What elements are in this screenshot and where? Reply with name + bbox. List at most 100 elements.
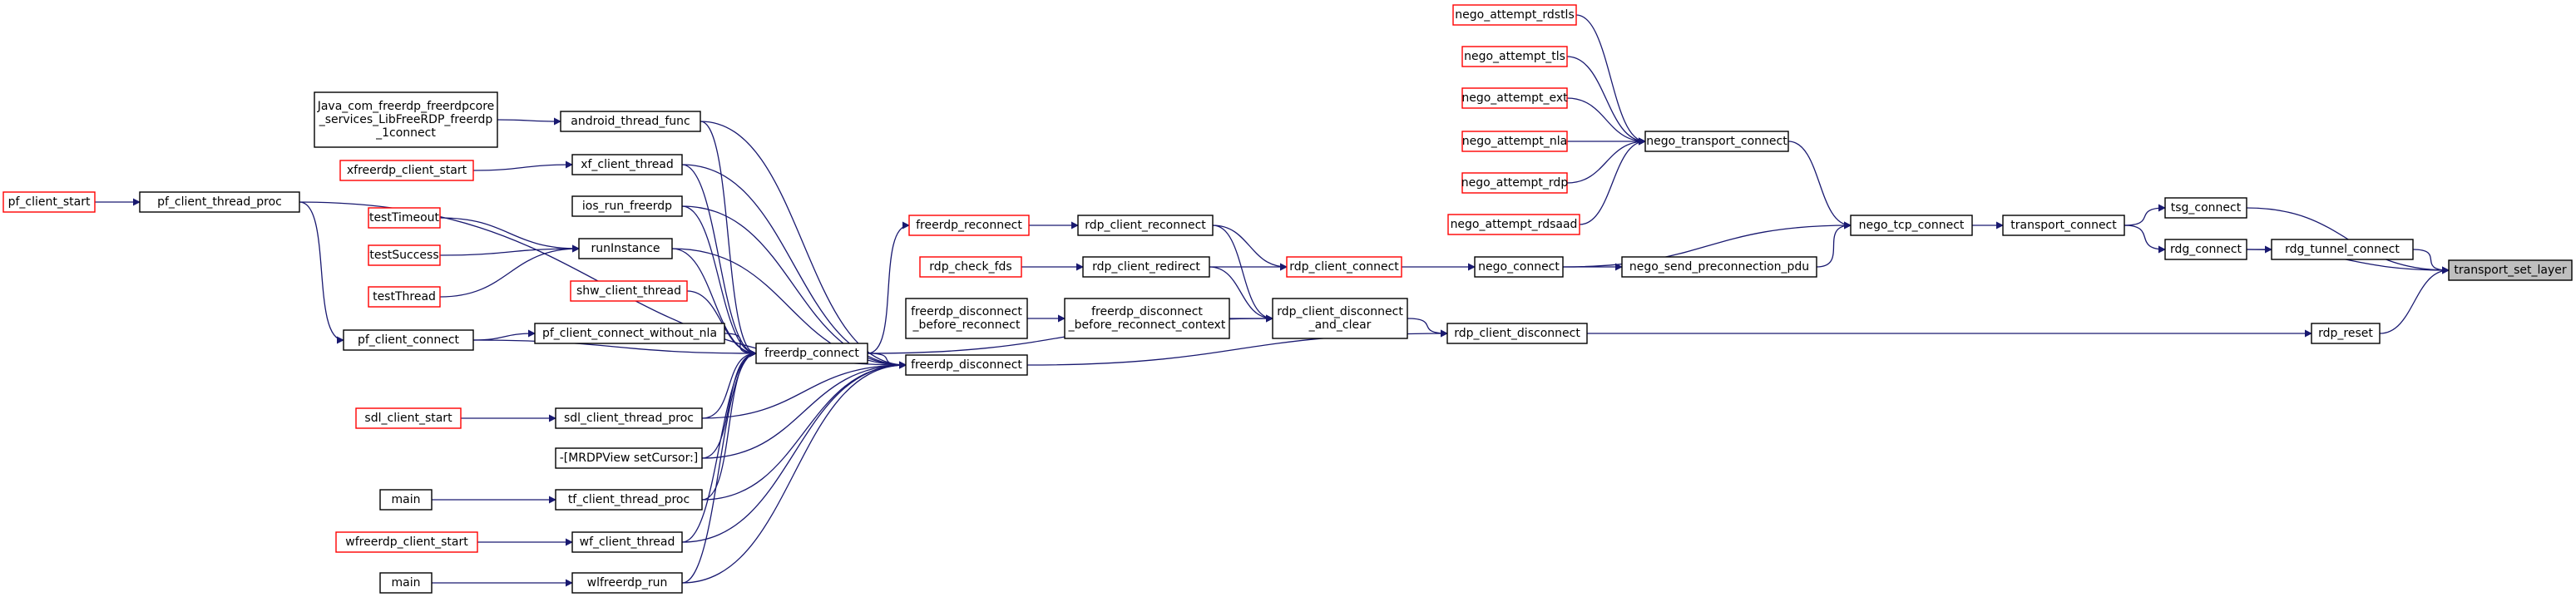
node-pf-client-connect[interactable]: pf_client_connect: [343, 329, 474, 351]
node-label: _before_reconnect_context: [1068, 318, 1226, 332]
node-label: _services_LibFreeRDP_freerdp: [319, 113, 493, 126]
node-label: rdg_tunnel_connect: [2285, 243, 2400, 256]
node-pf-client-connect-without-nla[interactable]: pf_client_connect_without_nla: [534, 323, 725, 344]
node-freerdp-disconnect-before-reconnect-context[interactable]: freerdp_disconnect_before_reconnect_cont…: [1064, 298, 1230, 339]
node-box: [1474, 256, 1564, 278]
edge-pf-client-connect-to-pf-client-connect-without-nla: [472, 329, 536, 341]
node-box: [2164, 239, 2247, 260]
node-nego-attempt-rdp[interactable]: nego_attempt_rdp: [1461, 172, 1569, 194]
node-label: pf_client_start: [8, 195, 91, 209]
node-sdl-client-thread-proc[interactable]: sdl_client_thread_proc: [555, 407, 703, 429]
node-wf-client-thread[interactable]: wf_client_thread: [571, 531, 683, 553]
node-box: [1064, 298, 1230, 339]
edge-transport-connect-to-rdg-connect: [2124, 225, 2166, 254]
node-label: rdp_client_disconnect: [1454, 327, 1580, 340]
node-sdl-client-start[interactable]: sdl_client_start: [355, 407, 462, 429]
node-transport-connect[interactable]: transport_connect: [2002, 215, 2125, 236]
node-nego-attempt-tls[interactable]: nego_attempt_tls: [1461, 46, 1568, 67]
node-transport-set-layer[interactable]: transport_set_layer: [2448, 259, 2573, 281]
node-box: [908, 215, 1030, 236]
node-testtimeout[interactable]: testTimeout: [368, 207, 441, 229]
node-label: wfreerdp_client_start: [345, 535, 468, 549]
node-nego-send-preconnection-pdu[interactable]: nego_send_preconnection_pdu: [1621, 256, 1817, 278]
node-rdp-client-redirect[interactable]: rdp_client_redirect: [1082, 256, 1210, 278]
node-nego-attempt-rdsaad[interactable]: nego_attempt_rdsaad: [1447, 214, 1580, 235]
node-rdg-tunnel-connect[interactable]: rdg_tunnel_connect: [2271, 239, 2414, 260]
node-label: pf_client_connect_without_nla: [542, 327, 717, 340]
node-pf-client-thread-proc[interactable]: pf_client_thread_proc: [139, 191, 300, 213]
node-label: nego_attempt_rdsaad: [1451, 218, 1578, 231]
node-rdp-client-connect[interactable]: rdp_client_connect: [1286, 256, 1402, 278]
node-label: nego_connect: [1478, 260, 1560, 274]
node-box: [2164, 197, 2247, 219]
edge-rdp-client-disconnect-and-clear-to-rdp-client-disconnect: [1407, 318, 1448, 338]
node-box: [1461, 131, 1568, 152]
node-label: rdp_check_fds: [929, 260, 1011, 274]
node-label: nego_attempt_nla: [1462, 135, 1567, 148]
edge-rdg-tunnel-connect-to-transport-set-layer: [2412, 249, 2450, 274]
node-box: [368, 244, 441, 266]
edge-tf-client-thread-proc-to-freerdp-disconnect: [701, 361, 907, 501]
node-box: [2448, 259, 2573, 281]
node-label: freerdp_disconnect: [911, 358, 1022, 372]
node-freerdp-disconnect[interactable]: freerdp_disconnect: [905, 354, 1028, 376]
node-label: runInstance: [591, 242, 660, 255]
node-box: [368, 207, 441, 229]
node-box: [314, 91, 498, 148]
node-rdg-connect[interactable]: rdg_connect: [2164, 239, 2247, 260]
node-xf-client-thread[interactable]: xf_client_thread: [571, 154, 683, 175]
node-label: nego_tcp_connect: [1859, 219, 1965, 232]
node-nego-attempt-ext[interactable]: nego_attempt_ext: [1461, 87, 1568, 109]
node-label: rdg_connect: [2170, 243, 2242, 256]
node-label: freerdp_disconnect: [911, 305, 1022, 318]
node-rdp-client-disconnect[interactable]: rdp_client_disconnect: [1446, 323, 1588, 344]
node-label: pf_client_thread_proc: [157, 195, 282, 209]
node-box: [555, 447, 703, 469]
node-nego-attempt-rdstls[interactable]: nego_attempt_rdstls: [1452, 4, 1577, 26]
node-pf-client-start[interactable]: pf_client_start: [2, 191, 96, 213]
node-shw-client-thread[interactable]: shw_client_thread: [570, 280, 688, 302]
node-label: rdp_client_reconnect: [1085, 219, 1206, 232]
node-freerdp-disconnect-before-reconnect[interactable]: freerdp_disconnect_before_reconnect: [905, 298, 1028, 339]
node-nego-tcp-connect[interactable]: nego_tcp_connect: [1850, 215, 1973, 236]
edge-nego-attempt-rdp-to-nego-transport-connect: [1566, 137, 1646, 184]
node-rdp-client-disconnect-and-clear[interactable]: rdp_client_disconnect_and_clear: [1272, 298, 1408, 339]
node-mrdpview-setcursor[interactable]: -[MRDPView setCursor:]: [555, 447, 703, 469]
node-box: [571, 195, 683, 217]
edge-wf-client-thread-to-freerdp-disconnect: [681, 361, 907, 543]
node-tsg-connect[interactable]: tsg_connect: [2164, 197, 2247, 219]
node-android-thread-func[interactable]: android_thread_func: [560, 111, 701, 132]
node-xfreerdp-client-start[interactable]: xfreerdp_client_start: [339, 160, 474, 181]
node-main[interactable]: main: [379, 489, 433, 511]
node-wlfreerdp-run[interactable]: wlfreerdp_run: [571, 572, 683, 594]
node-label: nego_attempt_rdstls: [1455, 8, 1575, 22]
node-ios-run-freerdp[interactable]: ios_run_freerdp: [571, 195, 683, 217]
edge-nego-send-preconnection-pdu-to-nego-tcp-connect: [1816, 221, 1852, 268]
node-label: freerdp_disconnect: [1091, 305, 1203, 318]
edge-wf-client-thread-to-freerdp-connect: [681, 349, 757, 543]
node-label: main: [392, 576, 421, 590]
edge-mrdpview-setcursor-to-freerdp-disconnect: [701, 361, 907, 459]
node-label: rdp_client_redirect: [1092, 260, 1200, 274]
node-freerdp-connect[interactable]: freerdp_connect: [755, 343, 868, 364]
node-freerdp-reconnect[interactable]: freerdp_reconnect: [908, 215, 1030, 236]
edge-rdp-client-reconnect-to-rdp-client-disconnect-and-clear: [1212, 225, 1273, 323]
node-testthread[interactable]: testThread: [368, 286, 441, 308]
node-nego-attempt-nla[interactable]: nego_attempt_nla: [1461, 131, 1568, 152]
edge-pf-client-connect-without-nla-to-freerdp-connect: [724, 333, 757, 358]
node-tf-client-thread-proc[interactable]: tf_client_thread_proc: [555, 489, 703, 511]
node-main[interactable]: main: [379, 572, 433, 594]
node-rdp-check-fds[interactable]: rdp_check_fds: [919, 256, 1022, 278]
node-java-com-freerdp-freerdpcore-services-libfreerdp-freerdp-1connect[interactable]: Java_com_freerdp_freerdpcore_services_Li…: [314, 91, 498, 148]
node-rdp-reset[interactable]: rdp_reset: [2311, 323, 2381, 344]
edge-rdp-reset-to-transport-set-layer: [2379, 266, 2450, 334]
node-wfreerdp-client-start[interactable]: wfreerdp_client_start: [335, 531, 478, 553]
node-nego-connect[interactable]: nego_connect: [1474, 256, 1564, 278]
node-rdp-client-reconnect[interactable]: rdp_client_reconnect: [1077, 215, 1214, 236]
edge-wlfreerdp-run-to-freerdp-disconnect: [681, 361, 907, 584]
edge-nego-attempt-rdstls-to-nego-transport-connect: [1575, 14, 1646, 146]
node-runinstance[interactable]: runInstance: [578, 238, 673, 259]
node-testsuccess[interactable]: testSuccess: [368, 244, 441, 266]
node-nego-transport-connect[interactable]: nego_transport_connect: [1644, 131, 1789, 152]
